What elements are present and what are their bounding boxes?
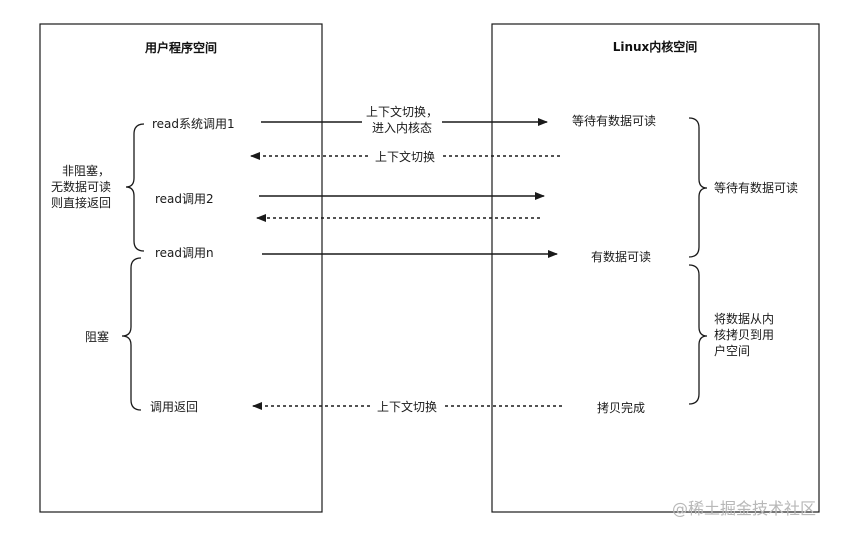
copy-brace-label-2: 核拷贝到用	[714, 327, 774, 342]
copy-brace-label-3: 户空间	[714, 343, 750, 358]
kernel-copy-done-label: 拷贝完成	[597, 400, 645, 415]
context-switch-label-2: 上下文切换	[377, 399, 437, 414]
call-return-label: 调用返回	[150, 400, 198, 414]
read-call-2-label: read调用2	[155, 192, 214, 206]
kernel-space-title: Linux内核空间	[613, 39, 698, 54]
blocking-brace	[121, 257, 142, 411]
nonblocking-line-2: 无数据可读	[51, 179, 111, 194]
context-switch-enter-line-2: 进入内核态	[372, 121, 432, 135]
wait-brace	[688, 117, 708, 258]
nonblocking-line-1: 非阻塞，	[62, 163, 110, 178]
watermark: @稀土掘金技术社区	[672, 499, 816, 518]
copy-brace-label-1: 将数据从内	[714, 311, 774, 326]
user-space-title: 用户程序空间	[144, 40, 217, 55]
copy-brace	[688, 264, 708, 405]
read-sys-call-label: read系统调用1	[152, 117, 235, 131]
wait-brace-label: 等待有数据可读	[714, 180, 798, 195]
user-space-panel	[39, 23, 323, 513]
read-call-n-label: read调用n	[155, 246, 214, 260]
nonblocking-brace	[125, 123, 145, 252]
context-switch-enter-line-1: 上下文切换，	[366, 104, 438, 119]
nonblocking-line-3: 则直接返回	[51, 195, 111, 210]
blocking-label: 阻塞	[85, 329, 109, 344]
kernel-has-data-label: 有数据可读	[591, 249, 651, 264]
kernel-space-panel	[491, 23, 820, 513]
kernel-wait-data-label: 等待有数据可读	[572, 113, 656, 128]
context-switch-label-1: 上下文切换	[375, 149, 435, 164]
